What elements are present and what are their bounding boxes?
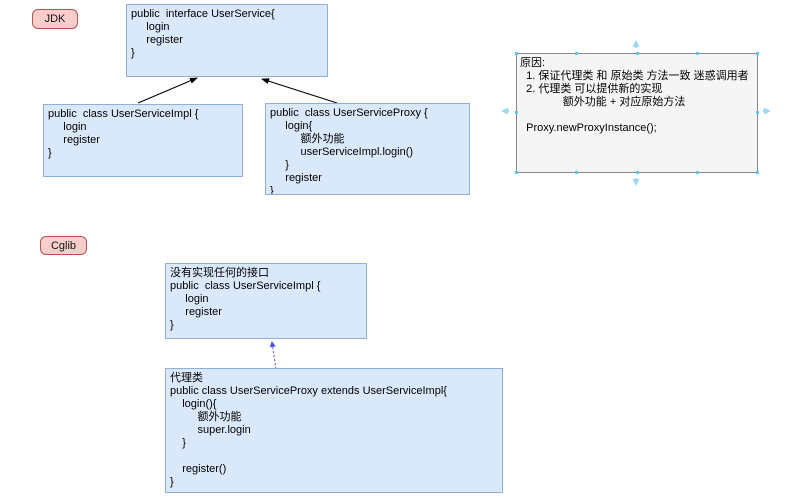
jdk-section-label[interactable]: JDK <box>32 9 78 29</box>
connection-point-dot[interactable] <box>636 171 639 174</box>
cglib-section-label[interactable]: Cglib <box>40 236 87 255</box>
cglib-userserviceimpl-class-shape[interactable]: 没有实现任何的接口 public class UserServiceImpl {… <box>165 263 367 339</box>
proxy-reason-note-shape[interactable]: 原因: 1. 保证代理类 和 原始类 方法一致 迷惑调用者 2. 代理类 可以提… <box>516 53 758 173</box>
connection-point-dot[interactable] <box>696 171 699 174</box>
userserviceimpl-class-shape[interactable]: public class UserServiceImpl { login reg… <box>43 104 243 177</box>
connection-point-dot[interactable] <box>515 171 518 174</box>
connection-point-dot[interactable] <box>575 52 578 55</box>
userserviceproxy-class-shape[interactable]: public class UserServiceProxy { login{ 额… <box>265 103 470 195</box>
connection-point-dot[interactable] <box>515 52 518 55</box>
extends-arrow-cglib[interactable] <box>269 341 277 370</box>
connection-point-dot[interactable] <box>515 111 518 114</box>
connection-point-dot[interactable] <box>696 52 699 55</box>
implements-arrow-userserviceimpl[interactable] <box>137 77 198 104</box>
userservice-interface-shape[interactable]: public interface UserService{ login regi… <box>126 4 328 77</box>
connection-point-dot[interactable] <box>756 52 759 55</box>
connection-point-dot[interactable] <box>636 52 639 55</box>
connection-point-dot[interactable] <box>575 171 578 174</box>
connection-point-dot[interactable] <box>756 171 759 174</box>
connection-point-dot[interactable] <box>756 111 759 114</box>
implements-arrow-userserviceproxy[interactable] <box>261 78 338 104</box>
cglib-userserviceproxy-class-shape[interactable]: 代理类 public class UserServiceProxy extend… <box>165 368 503 493</box>
